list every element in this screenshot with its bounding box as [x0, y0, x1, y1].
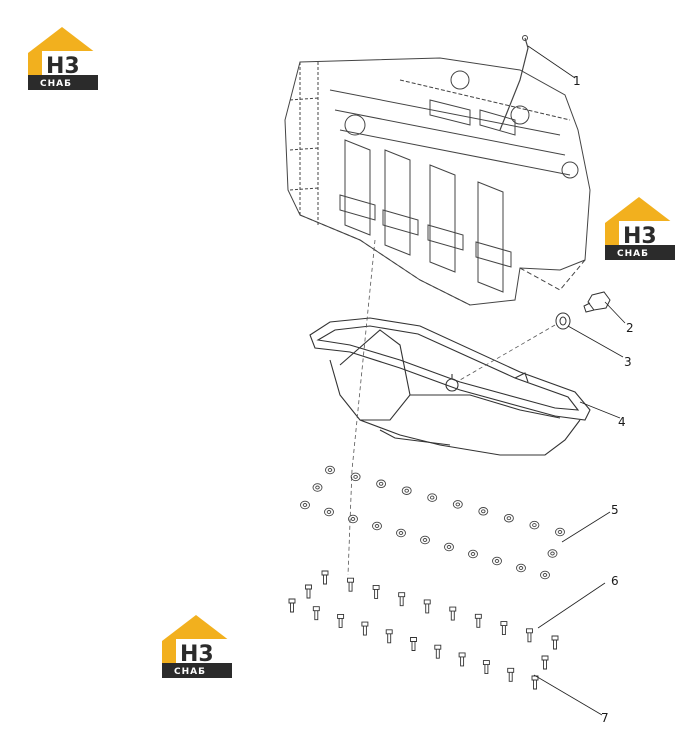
drain-plug [583, 291, 611, 313]
bolt [385, 629, 393, 644]
bolt [482, 660, 490, 675]
washer [420, 535, 430, 545]
engine-block [284, 35, 591, 306]
washer [312, 483, 323, 492]
washer [444, 542, 454, 552]
washer [529, 520, 540, 530]
washer [540, 570, 550, 580]
bolt [288, 598, 296, 613]
brand-logo-top-left: H3 СНАБ [28, 27, 98, 90]
callout-3: 3 [624, 355, 632, 369]
bolt [531, 675, 539, 690]
bolt [312, 606, 320, 621]
callout-7: 7 [601, 711, 609, 725]
bolt [507, 667, 515, 682]
washer [516, 563, 526, 573]
bolt-set [288, 570, 559, 690]
bolt [361, 621, 369, 636]
washer [325, 465, 335, 475]
washer [300, 500, 310, 510]
washer [372, 521, 382, 531]
bolt [372, 584, 380, 599]
logo-bottom-text: СНАБ [174, 667, 206, 677]
bolt [305, 584, 312, 599]
logo-bottom-text: СНАБ [617, 249, 649, 259]
bolt [541, 655, 549, 670]
logo-top-text: H3 [180, 642, 214, 667]
callout-2: 2 [626, 321, 634, 335]
brand-logo-right: H3 СНАБ [605, 197, 675, 260]
washer [396, 528, 406, 538]
bolt [500, 621, 508, 636]
washer [324, 507, 334, 517]
washer [492, 556, 502, 566]
callout-6: 6 [611, 574, 619, 588]
bolt [398, 592, 406, 607]
bolt [434, 644, 442, 659]
washer [350, 472, 361, 482]
alignment-lines [347, 239, 556, 576]
washer [401, 486, 412, 495]
washer [555, 527, 565, 537]
bolt [449, 606, 457, 621]
washer-set [300, 465, 565, 580]
washer [503, 513, 514, 523]
bolt [474, 613, 482, 628]
oil-pan [309, 317, 591, 456]
washer [376, 479, 387, 489]
bolt [337, 613, 345, 628]
bolt [458, 652, 466, 667]
washer [348, 514, 358, 524]
bolt [347, 577, 355, 592]
washer [547, 549, 558, 558]
bolt [410, 637, 417, 651]
washer [427, 493, 438, 502]
logo-bottom-text: СНАБ [40, 79, 72, 89]
bolt [321, 570, 329, 585]
callout-leaders [527, 45, 626, 716]
bolt [525, 628, 533, 643]
callout-4: 4 [618, 415, 626, 429]
callout-5: 5 [611, 503, 619, 517]
bolt [423, 599, 431, 614]
bolt [551, 635, 559, 650]
brand-logo-bottom-left: H3 СНАБ [162, 615, 232, 678]
logo-top-text: H3 [623, 224, 657, 249]
washer [478, 507, 489, 516]
logo-top-text: H3 [46, 54, 80, 79]
callout-1: 1 [573, 74, 581, 88]
sealing-washer [555, 312, 571, 330]
washer [452, 500, 463, 509]
washer [468, 549, 478, 559]
